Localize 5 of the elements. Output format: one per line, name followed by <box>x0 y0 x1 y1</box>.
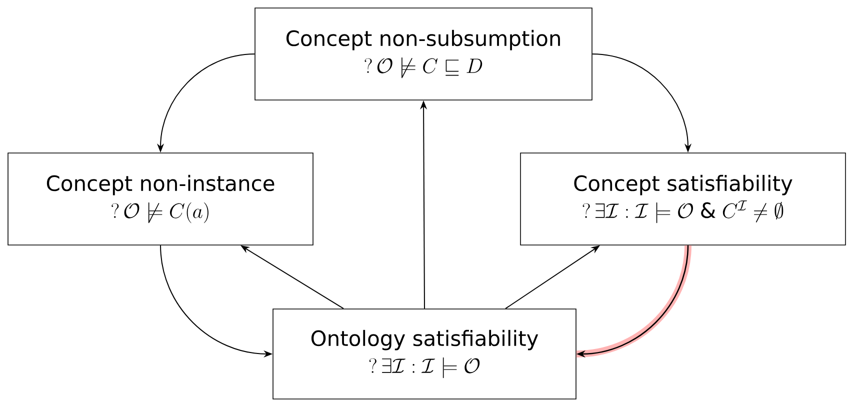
arrow <box>576 245 692 358</box>
process-box: Ontology satisfiability $?\,\exists\mathcal{I}:\mathcal{I}\models\mathcal{O}$ <box>272 308 576 400</box>
process-box: Concept non-instance $?\,\mathcal{O}\not\models C(a)$ <box>8 152 314 246</box>
process-box: Concept satisfiability $?\,\exists\mathcal{I}:\mathcal{I}\models\mathcal{O}\;\&\;C^{\mathcal{I}}\neq\emptyset$ <box>520 152 846 246</box>
process-box: Concept non-subsumption $?\,\mathcal{O}\not\models C\sqsubseteq D$ <box>254 8 592 100</box>
